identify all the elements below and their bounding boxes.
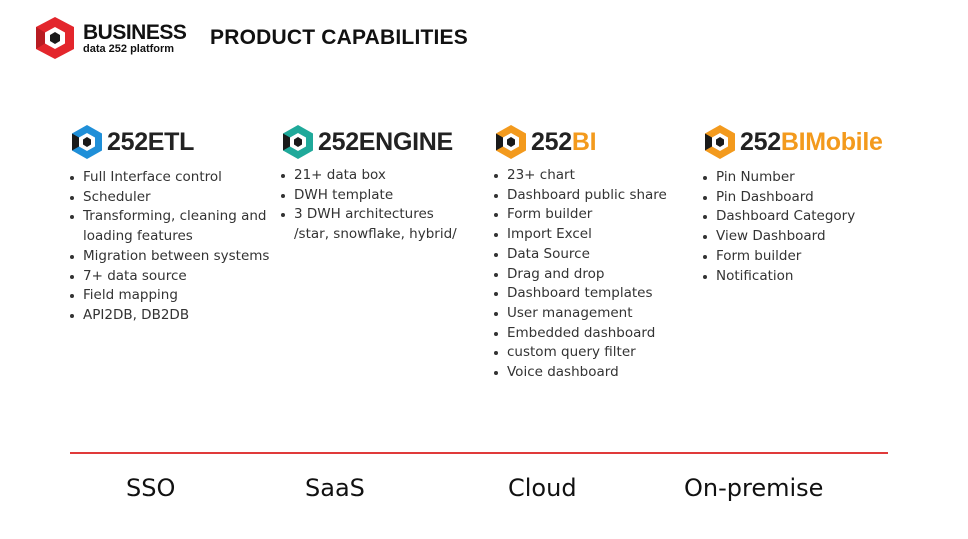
feature-item: Transforming, cleaning and [70,207,269,227]
cube-logo-icon [72,125,102,159]
feature-item: Notification [703,267,883,287]
feature-item: 23+ chart [494,166,667,186]
feature-item: Migration between systems [70,247,269,267]
business-cube-logo-icon [36,17,74,59]
feature-list: Pin Number Pin Dashboard Dashboard Categ… [703,168,883,286]
product-bi: 252BI 23+ chart Dashboard public share F… [494,124,667,383]
product-engine: 252ENGINE 21+ data box DWH template 3 DW… [281,124,457,245]
feature-item: User management [494,304,667,324]
cube-logo-icon [496,125,526,159]
feature-item: Form builder [703,247,883,267]
feature-item: Full Interface control [70,168,269,188]
feature-list: Full Interface control Scheduler Transfo… [70,168,269,326]
deployment-saas: SaaS [305,474,365,502]
feature-item: Embedded dashboard [494,324,667,344]
product-name: 252 [531,127,572,156]
feature-item: Data Source [494,245,667,265]
feature-item: Field mapping [70,286,269,306]
section-divider [70,452,888,454]
feature-item: Dashboard Category [703,207,883,227]
feature-item-continuation: loading features [83,228,193,245]
brand-subtitle: data 252 platform [83,42,175,55]
feature-item: Voice dashboard [494,363,667,383]
feature-list: 21+ data box DWH template 3 DWH architec… [281,166,457,245]
product-name-accent: BIMobile [780,127,883,156]
feature-item: 21+ data box [281,166,457,186]
brand-name: BUSINESS [83,20,187,44]
feature-list: 23+ chart Dashboard public share Form bu… [494,166,667,383]
deployment-cloud: Cloud [508,474,577,502]
product-etl: 252ETL Full Interface control Scheduler … [70,124,269,326]
deployment-sso: SSO [126,474,176,502]
brand-logo: BUSINESS data 252 platform [33,15,187,61]
feature-item-continuation: /star, snowflake, hybrid/ [294,226,457,243]
feature-item: Import Excel [494,225,667,245]
feature-item: API2DB, DB2DB [70,306,269,326]
feature-item: Scheduler [70,188,269,208]
feature-item: View Dashboard [703,227,883,247]
page-title: PRODUCT CAPABILITIES [210,26,468,49]
feature-item: Drag and drop [494,265,667,285]
feature-item: 7+ data source [70,267,269,287]
feature-item: DWH template [281,186,457,206]
product-name: 252ENGINE [318,127,453,156]
product-name: 252ETL [107,127,195,156]
product-bi-mobile: 252BIMobile Pin Number Pin Dashboard Das… [703,124,883,286]
product-name: 252 [740,127,781,156]
cube-logo-icon [283,125,313,159]
feature-item: 3 DWH architectures [281,205,457,225]
feature-item: Dashboard templates [494,284,667,304]
feature-item: Form builder [494,205,667,225]
feature-item: Dashboard public share [494,186,667,206]
feature-item: custom query filter [494,343,667,363]
feature-item: Pin Dashboard [703,188,883,208]
deployment-on-premise: On-premise [684,474,824,502]
product-name-accent: BI [571,127,597,156]
feature-item: Pin Number [703,168,883,188]
cube-logo-icon [705,125,735,159]
